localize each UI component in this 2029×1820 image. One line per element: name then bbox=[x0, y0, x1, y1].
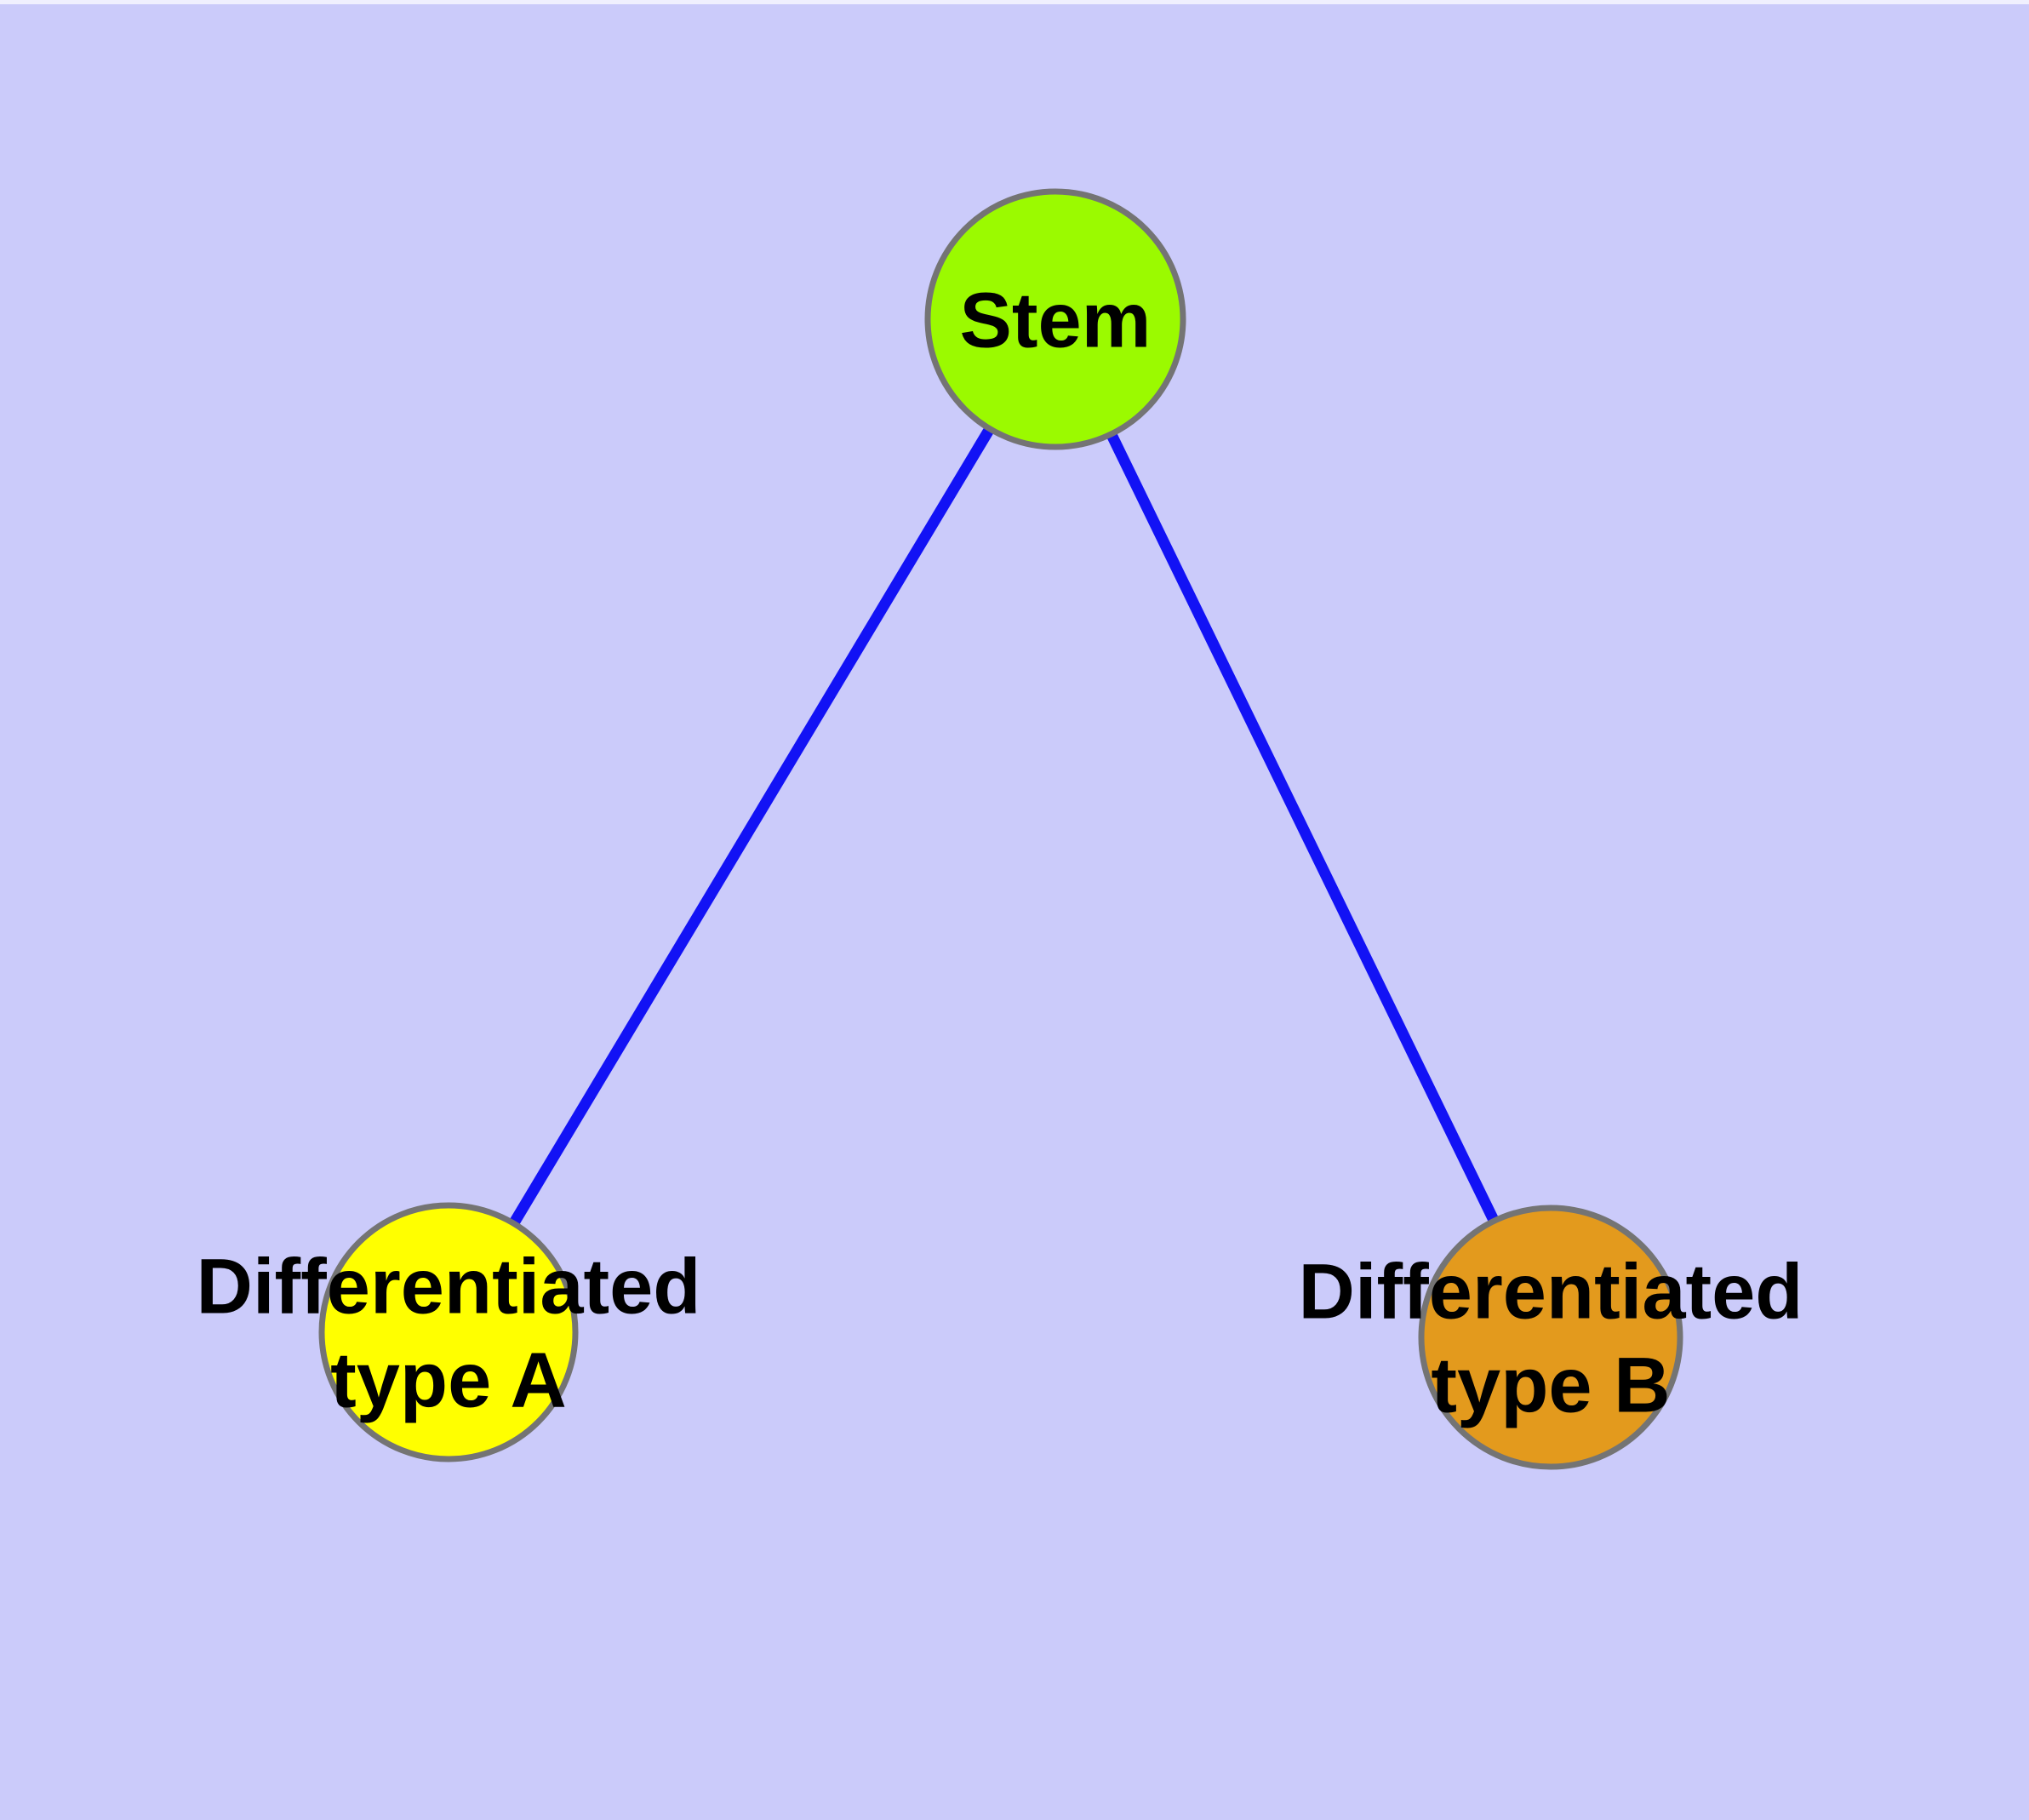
node-differentiated-type-b bbox=[1418, 1205, 1683, 1470]
top-edge-highlight bbox=[0, 0, 2029, 4]
node-stem bbox=[924, 188, 1186, 450]
edges-layer bbox=[443, 316, 1556, 1340]
nodes-layer bbox=[318, 188, 1683, 1470]
node-label-stem: Stem bbox=[960, 278, 1152, 364]
node-differentiated-type-a bbox=[318, 1202, 579, 1462]
edge-stem-to-differentiated-type-b bbox=[1050, 317, 1556, 1340]
edge-stem-to-differentiated-type-a bbox=[443, 316, 1060, 1336]
